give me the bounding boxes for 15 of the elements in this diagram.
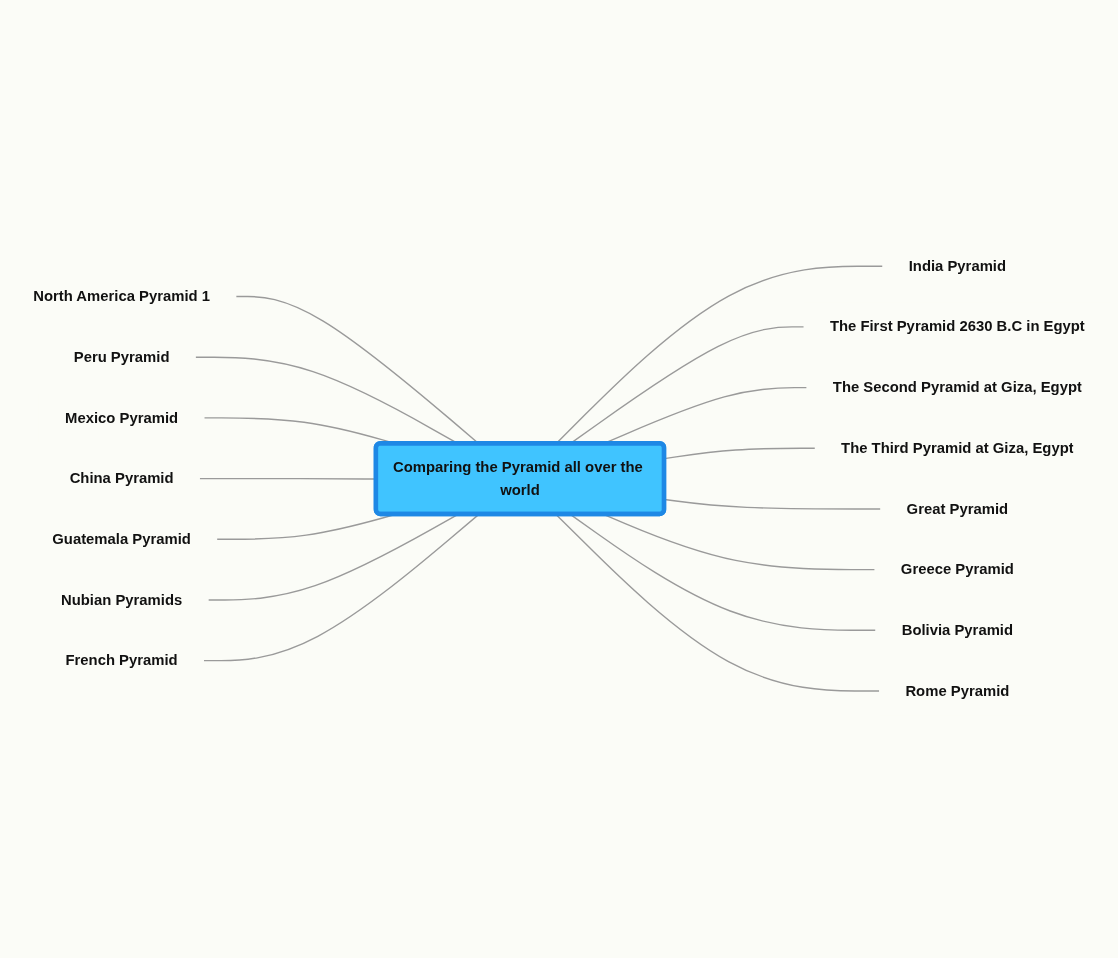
node-text: China Pyramid xyxy=(69,470,174,488)
node-text: Rome Pyramid xyxy=(905,682,1010,700)
node-text: Greece Pyramid xyxy=(900,561,1014,579)
node-text: North America Pyramid 1 xyxy=(33,288,210,306)
node-text: Bolivia Pyramid xyxy=(901,622,1014,639)
node-text: Nubian Pyramids xyxy=(60,591,183,609)
node-text: Mexico Pyramid xyxy=(65,409,179,427)
node-text: India Pyramid xyxy=(908,258,1007,275)
node-text: Guatemala Pyramid xyxy=(52,531,191,548)
node-text: The Third Pyramid at Giza, Egypt xyxy=(841,440,1074,457)
node-text: The Second Pyramid at Giza, Egypt xyxy=(832,379,1082,397)
node-text: French Pyramid xyxy=(65,652,178,670)
node-text: Peru Pyramid xyxy=(73,349,170,366)
node-text: The First Pyramid 2630 B.C in Egypt xyxy=(829,318,1085,336)
node-text: Great Pyramid xyxy=(906,500,1009,518)
